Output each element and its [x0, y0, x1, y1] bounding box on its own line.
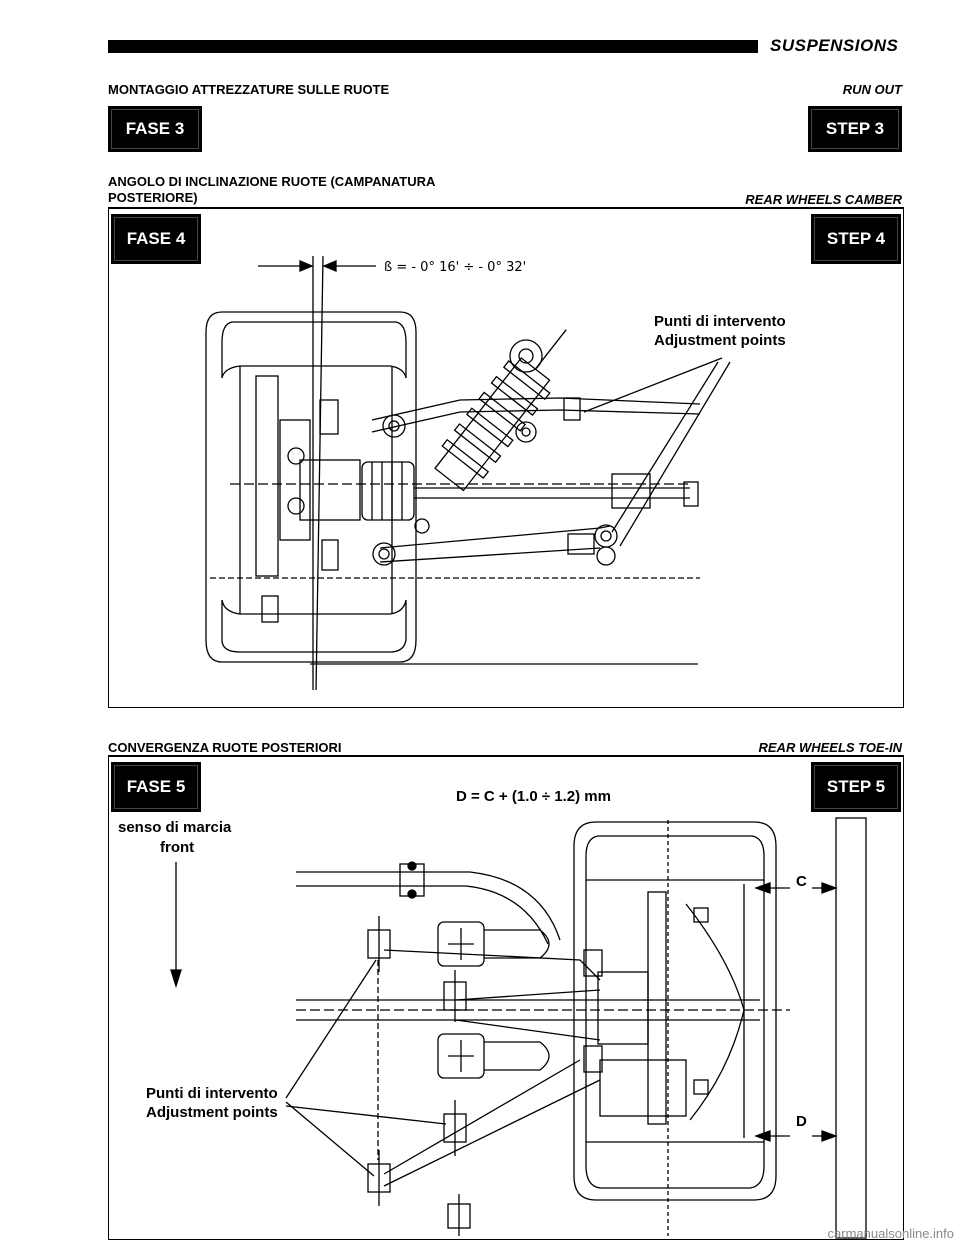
step-4-badge: STEP 4 — [811, 214, 901, 264]
run-out-title-en: RUN OUT — [842, 82, 902, 97]
run-out-title-it: MONTAGGIO ATTREZZATURE SULLE RUOTE — [108, 82, 390, 97]
label-d: D — [796, 1113, 807, 1130]
step-3-badge: STEP 3 — [808, 106, 902, 152]
toein-title-en: REAR WHEELS TOE-IN — [758, 740, 903, 755]
toein-formula: D = C + (1.0 ÷ 1.2) mm — [456, 788, 611, 805]
toein-panel — [108, 756, 904, 1240]
toein-points-it: Punti di intervento — [146, 1085, 278, 1102]
camber-rule — [108, 207, 904, 208]
toein-title-it: CONVERGENZA RUOTE POSTERIORI — [108, 740, 342, 755]
watermark[interactable]: carmanualsonline.info — [827, 1226, 954, 1241]
fase-3-badge: FASE 3 — [108, 106, 202, 152]
camber-points-it: Punti di intervento — [654, 313, 786, 330]
arrow-right-icon — [812, 882, 838, 1142]
camber-title-line1: ANGOLO DI INCLINAZIONE RUOTE (CAMPANATUR… — [108, 174, 436, 189]
toein-rule — [108, 755, 904, 756]
camber-formula: ß = - 0° 16' ÷ - 0° 32' — [384, 260, 527, 275]
fase-4-badge: FASE 4 — [111, 214, 201, 264]
section-title: SUSPENSIONS — [770, 36, 899, 55]
step-5-badge: STEP 5 — [811, 762, 901, 812]
camber-panel — [108, 208, 904, 708]
header-bar — [108, 40, 758, 53]
direction-label-en: front — [160, 839, 195, 856]
fase-5-badge: FASE 5 — [111, 762, 201, 812]
label-c: C — [796, 873, 807, 890]
arrow-left-icon — [754, 882, 790, 1142]
toein-points-en: Adjustment points — [146, 1104, 278, 1121]
arrow-down-icon — [170, 862, 182, 989]
camber-title-line2: POSTERIORE) — [108, 190, 198, 205]
camber-points-en: Adjustment points — [654, 332, 786, 349]
camber-title-en: REAR WHEELS CAMBER — [745, 192, 902, 207]
direction-label-it: senso di marcia — [118, 819, 232, 836]
